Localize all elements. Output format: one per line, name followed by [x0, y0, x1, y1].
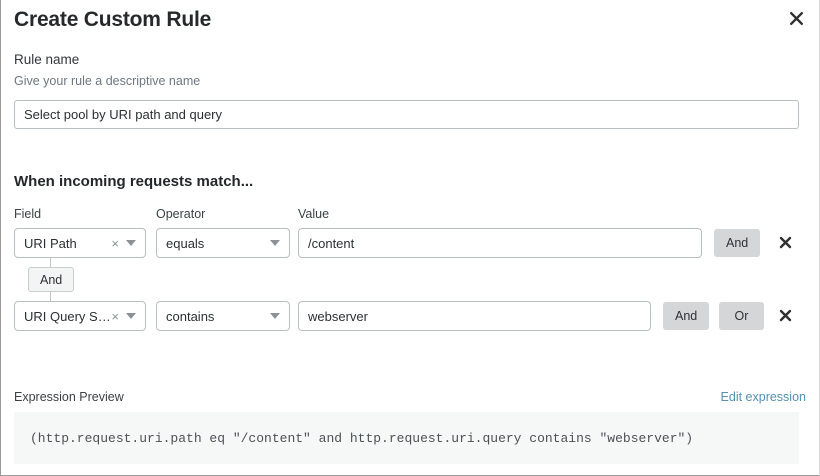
value-input-row-1[interactable] [298, 228, 702, 258]
condition-row: URI Query St... × contains And Or [1, 301, 820, 331]
or-button-row-2[interactable]: Or [719, 302, 764, 330]
value-input-row-2[interactable] [298, 301, 651, 331]
rule-name-label: Rule name [14, 52, 80, 67]
column-header-field: Field [14, 207, 42, 221]
and-button-row-1[interactable]: And [714, 229, 761, 257]
and-button-row-2[interactable]: And [663, 302, 710, 330]
match-heading: When incoming requests match... [14, 173, 254, 190]
rule-name-input[interactable] [14, 100, 799, 129]
page-title: Create Custom Rule [14, 8, 212, 31]
close-icon-row-1 [779, 236, 791, 248]
expression-preview-box: (http.request.uri.path eq "/content" and… [14, 412, 799, 464]
clear-field-icon-row-1[interactable]: × [111, 235, 119, 251]
chevron-down-icon-operator-row-2 [270, 313, 280, 319]
operator-select-row-1[interactable]: equals [156, 228, 290, 258]
operator-select-value-row-2: contains [166, 308, 215, 324]
rule-name-helper-text: Give your rule a descriptive name [14, 74, 201, 88]
field-select-row-1[interactable]: URI Path × [14, 228, 146, 258]
condition-connector: And [14, 258, 154, 302]
column-header-operator: Operator [156, 207, 206, 221]
close-icon-row-2 [779, 309, 791, 321]
expression-preview-code: (http.request.uri.path eq "/content" and… [30, 430, 694, 446]
clear-field-icon-row-2[interactable]: × [111, 308, 119, 324]
edit-expression-link[interactable]: Edit expression [720, 390, 806, 404]
close-icon-glyph [789, 11, 803, 25]
chevron-down-icon-row-1 [126, 240, 136, 246]
field-select-value-row-1: URI Path [24, 235, 77, 251]
field-select-value-row-2: URI Query St... [24, 308, 112, 324]
remove-condition-button-row-1[interactable] [772, 228, 798, 256]
condition-row: URI Path × equals And [1, 228, 820, 258]
chevron-down-icon-operator-row-1 [270, 240, 280, 246]
expression-preview-label: Expression Preview [14, 390, 124, 404]
chevron-down-icon-row-2 [126, 313, 136, 319]
operator-select-value-row-1: equals [166, 235, 205, 251]
remove-condition-button-row-2[interactable] [772, 301, 798, 329]
connector-and-badge[interactable]: And [28, 267, 75, 292]
close-icon[interactable] [783, 5, 809, 31]
field-select-row-2[interactable]: URI Query St... × [14, 301, 146, 331]
column-header-value: Value [298, 207, 330, 221]
operator-select-row-2[interactable]: contains [156, 301, 290, 331]
